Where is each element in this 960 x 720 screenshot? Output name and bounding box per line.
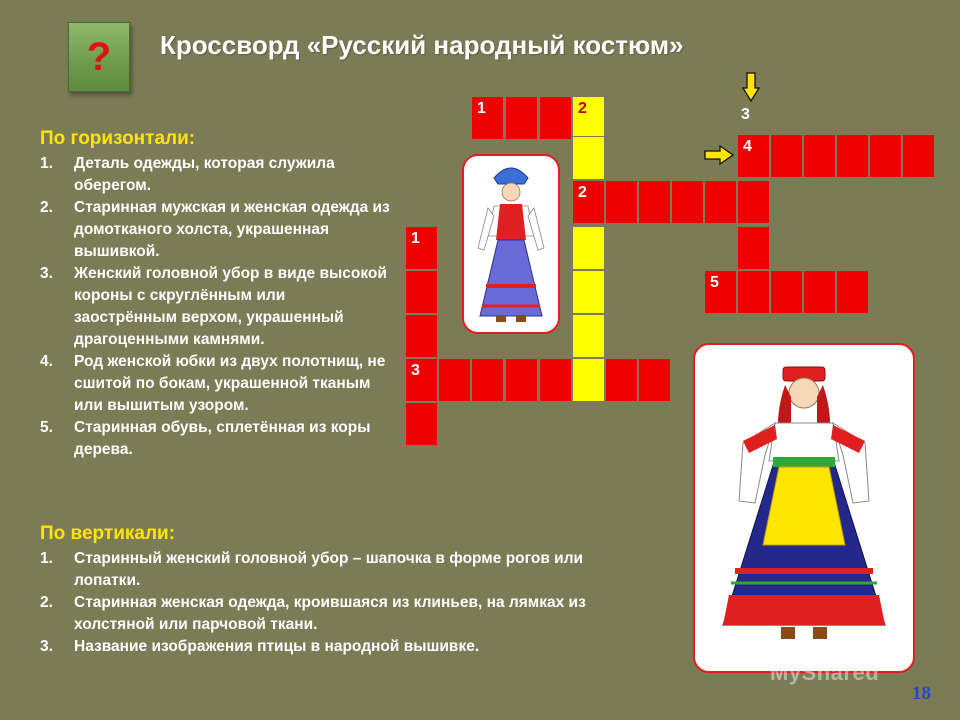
crossword-cell[interactable] xyxy=(605,180,638,224)
crossword-cell[interactable] xyxy=(836,134,869,178)
down-heading: По вертикали: xyxy=(40,523,176,544)
crossword-cell[interactable]: 3 xyxy=(405,358,438,402)
crossword-cell[interactable] xyxy=(405,402,438,446)
crossword-cell[interactable] xyxy=(405,270,438,314)
crossword-cell[interactable] xyxy=(438,358,471,402)
crossword-cell[interactable] xyxy=(471,358,504,402)
crossword-cell[interactable]: 4 xyxy=(737,134,770,178)
costume-picture-sarafan xyxy=(462,154,560,334)
crossword-cell[interactable] xyxy=(836,270,869,314)
crossword-cell[interactable] xyxy=(572,270,605,314)
grid-number-h2: 2 xyxy=(578,184,587,201)
arrow-down-icon xyxy=(742,72,760,102)
crossword-cell[interactable] xyxy=(770,134,803,178)
crossword-cell[interactable]: 5 xyxy=(704,270,737,314)
across-clue-1: 1.Деталь одежды, которая служила оберего… xyxy=(40,155,335,194)
crossword-cell[interactable] xyxy=(539,358,572,402)
page-number: 18 xyxy=(912,683,931,704)
crossword-cell[interactable] xyxy=(803,270,836,314)
crossword-cell[interactable] xyxy=(770,270,803,314)
crossword-cell[interactable] xyxy=(803,134,836,178)
grid-number-h4: 4 xyxy=(743,138,752,155)
crossword-cell[interactable] xyxy=(572,226,605,270)
crossword-cell[interactable] xyxy=(869,134,902,178)
page-title: Кроссворд «Русский народный костюм» xyxy=(160,30,684,60)
down-clue-3: 3.Название изображения птицы в народной … xyxy=(40,638,480,655)
crossword-cell[interactable]: 2 xyxy=(572,180,605,224)
grid-number-h3: 3 xyxy=(411,362,420,379)
question-mark-icon: ? xyxy=(86,35,112,79)
grid-number-v2_top: 2 xyxy=(578,100,587,117)
crossword-cell[interactable] xyxy=(638,180,671,224)
across-clues: По горизонтали: 1.Деталь одежды, которая… xyxy=(40,128,390,461)
arrow-right-icon xyxy=(704,145,734,165)
woman-costume-illustration xyxy=(477,167,545,322)
crossword-cell[interactable] xyxy=(704,180,737,224)
crossword-cell[interactable]: 1 xyxy=(471,96,504,140)
grid-number-v3: 3 xyxy=(741,106,750,123)
crossword-cell[interactable] xyxy=(902,134,935,178)
crossword-cell[interactable] xyxy=(605,358,638,402)
crossword-cell[interactable] xyxy=(638,358,671,402)
crossword-cell[interactable] xyxy=(572,136,605,180)
crossword-cell[interactable] xyxy=(539,96,572,140)
across-clue-4: 4.Род женской юбки из двух полотнищ, не … xyxy=(40,353,386,414)
help-button[interactable]: ? xyxy=(68,22,130,92)
crossword-cell[interactable]: 1 xyxy=(405,226,438,270)
woman-costume-poneva-illustration xyxy=(722,366,886,639)
down-clue-2: 2.Старинная женская одежда, кроившаяся и… xyxy=(40,594,586,633)
costume-picture-poneva xyxy=(693,343,915,673)
crossword-cell[interactable] xyxy=(505,96,538,140)
across-clue-2: 2.Старинная мужская и женская одежда из … xyxy=(40,199,390,260)
crossword-cell[interactable]: 2 xyxy=(572,96,605,140)
down-clues: По вертикали: 1.Старинный женский головн… xyxy=(40,523,610,658)
crossword-cell[interactable] xyxy=(572,314,605,358)
down-clue-1: 1.Старинный женский головной убор – шапо… xyxy=(40,550,584,589)
watermark: MyShared xyxy=(770,660,880,685)
grid-number-v1: 1 xyxy=(411,230,420,247)
grid-number-h5: 5 xyxy=(710,274,719,291)
crossword-cell[interactable] xyxy=(737,270,770,314)
crossword-cell[interactable] xyxy=(572,358,605,402)
across-heading: По горизонтали: xyxy=(40,128,196,149)
crossword-cell[interactable] xyxy=(737,226,770,270)
crossword-cell[interactable] xyxy=(405,314,438,358)
crossword-cell[interactable] xyxy=(737,180,770,224)
crossword-cell[interactable] xyxy=(505,358,538,402)
across-clue-5: 5.Старинная обувь, сплетённая из коры де… xyxy=(40,419,371,458)
grid-number-h1: 1 xyxy=(477,100,486,117)
across-clue-3: 3.Женский головной убор в виде высокой к… xyxy=(40,265,387,348)
crossword-cell[interactable] xyxy=(671,180,704,224)
